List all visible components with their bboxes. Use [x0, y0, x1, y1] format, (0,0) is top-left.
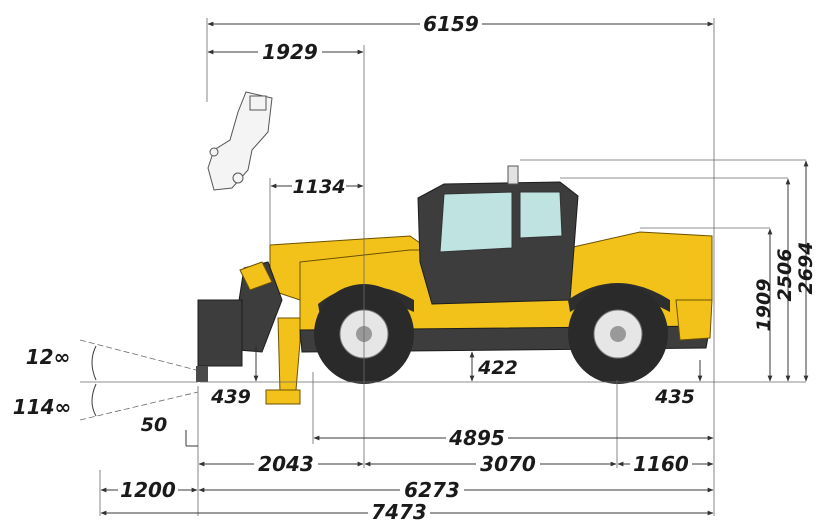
dim-wheel-span: 4895: [448, 426, 505, 450]
dim-fork-drop: 439: [210, 386, 251, 408]
stabilizer-leg: [277, 317, 303, 393]
dim-fork-thickness: 50: [141, 414, 167, 436]
fork-tine: [196, 366, 208, 382]
dim-height-2506: 2506: [774, 249, 796, 302]
dim-ground-clearance: 422: [477, 357, 518, 379]
dim-height-1909: 1909: [753, 279, 775, 332]
dim-rear-clearance: 435: [654, 386, 695, 408]
dim-tilt-up: 12∞: [26, 345, 71, 369]
dim-overall-length: 7473: [371, 500, 427, 520]
fork-carriage: [197, 299, 243, 367]
stabilizer-pad: [265, 389, 301, 405]
dim-rear-overhang: 1160: [633, 452, 689, 476]
dim-overall-length-top: 6159: [423, 12, 479, 36]
attachment-sketch: [207, 91, 273, 191]
dim-boom-offset: 1134: [293, 176, 346, 198]
telehandler-illustration: [196, 91, 713, 405]
rear-wheel: [568, 284, 668, 384]
cab-window-side: [519, 191, 563, 239]
dimension-labels: 6159 1929 1134 1909 2506 2694 12∞ 114∞ 4…: [13, 12, 817, 520]
dim-fork-length: 1200: [120, 478, 176, 502]
dim-front-overhang: 2043: [258, 452, 314, 476]
beacon: [507, 165, 519, 185]
dim-wheelbase: 3070: [480, 452, 536, 476]
dim-attachment-reach: 1929: [262, 40, 318, 64]
dimension-lines: [79, 18, 809, 516]
cab-window-front: [439, 191, 513, 253]
dim-tilt-down: 114∞: [13, 395, 71, 419]
dim-length-to-fork-face: 6273: [404, 478, 460, 502]
dim-height-2694: 2694: [795, 242, 817, 295]
